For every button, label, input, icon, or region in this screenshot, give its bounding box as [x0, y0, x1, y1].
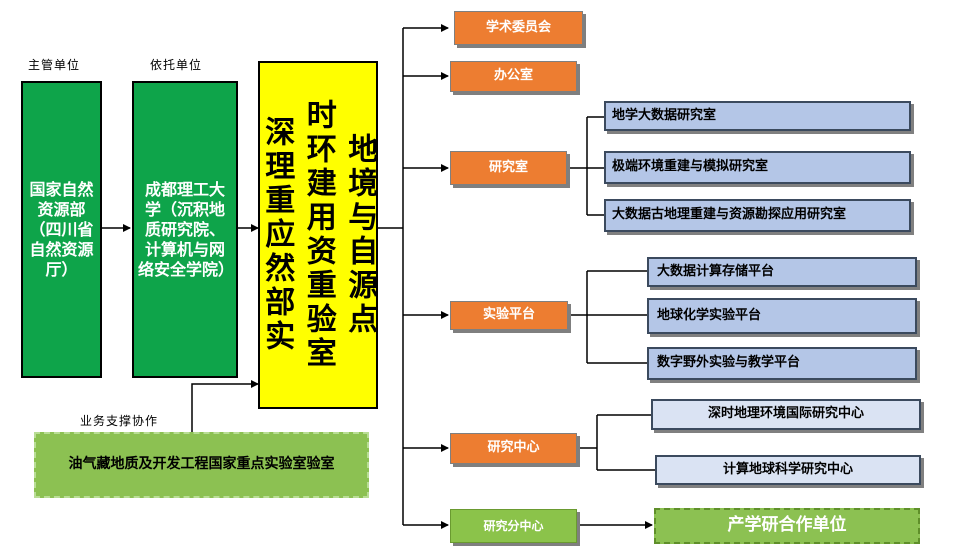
university-box: 成都理工大学（沉积地质研究院、计算机与网络安全学院） — [132, 81, 238, 378]
support-cooperation-label: 业务支撑协作 — [80, 414, 159, 428]
research-office-item-2: 极端环境重建与模拟研究室 — [604, 151, 911, 184]
branch-center-text: 研究分中心 — [483, 518, 544, 533]
ministry-text: 国家自然资源部（四川省自然资源厅） — [29, 179, 94, 279]
arrow-support-to-lab — [191, 380, 259, 432]
lab-box: 地境与自源点 时环建用资重验室 深理重应然部实 — [258, 61, 378, 409]
research-center-text: 研究中心 — [487, 440, 540, 456]
industry-partners-text: 产学研合作单位 — [727, 515, 847, 536]
platform-item-1-text: 大数据计算存储平台 — [657, 263, 775, 279]
academic-committee-box: 学术委员会 — [454, 11, 583, 45]
research-office-item-1: 地学大数据研究室 — [604, 101, 911, 131]
research-office-text: 研究室 — [488, 159, 528, 175]
lab-column-1: 地境与自源点 — [342, 133, 378, 337]
platform-text: 实验平台 — [482, 307, 535, 323]
office-box: 办公室 — [450, 61, 577, 92]
support-lab-text: 油气藏地质及开发工程国家重点实验室验室 — [68, 456, 335, 473]
supervisor-label: 主管单位 — [28, 58, 81, 72]
university-text: 成都理工大学（沉积地质研究院、计算机与网络安全学院） — [138, 179, 235, 279]
lab-column-3: 深理重应然部实 — [259, 116, 295, 354]
platform-item-2-text: 地球化学实验平台 — [657, 307, 762, 323]
research-office-item-3: 大数据古地理重建与资源勘探应用研究室 — [604, 199, 911, 232]
platform-item-3: 数字野外实验与教学平台 — [647, 347, 917, 380]
academic-committee-text: 学术委员会 — [485, 19, 551, 35]
platform-box: 实验平台 — [450, 301, 568, 330]
center-item-1: 深时地理环境国际研究中心 — [651, 399, 921, 430]
branch-center-box: 研究分中心 — [450, 509, 577, 543]
center-item-1-text: 深时地理环境国际研究中心 — [707, 406, 864, 422]
research-office-box: 研究室 — [450, 151, 567, 185]
research-office-item-3-text: 大数据古地理重建与资源勘探应用研究室 — [612, 207, 847, 223]
research-center-box: 研究中心 — [450, 433, 577, 464]
office-text: 办公室 — [493, 68, 533, 84]
platform-item-1: 大数据计算存储平台 — [647, 257, 917, 287]
ministry-box: 国家自然资源部（四川省自然资源厅） — [21, 81, 102, 378]
center-item-2: 计算地球科学研究中心 — [655, 455, 921, 485]
platform-item-2: 地球化学实验平台 — [647, 298, 917, 334]
industry-partners-box: 产学研合作单位 — [654, 508, 920, 544]
research-office-item-2-text: 极端环境重建与模拟研究室 — [612, 159, 769, 175]
lab-column-2: 时环建用资重验室 — [300, 99, 336, 371]
platform-item-3-text: 数字野外实验与教学平台 — [657, 355, 801, 371]
center-item-2-text: 计算地球科学研究中心 — [722, 461, 853, 477]
support-lab-box: 油气藏地质及开发工程国家重点实验室验室 — [34, 432, 369, 498]
research-office-item-1-text: 地学大数据研究室 — [612, 107, 717, 123]
host-label: 依托单位 — [150, 58, 203, 72]
